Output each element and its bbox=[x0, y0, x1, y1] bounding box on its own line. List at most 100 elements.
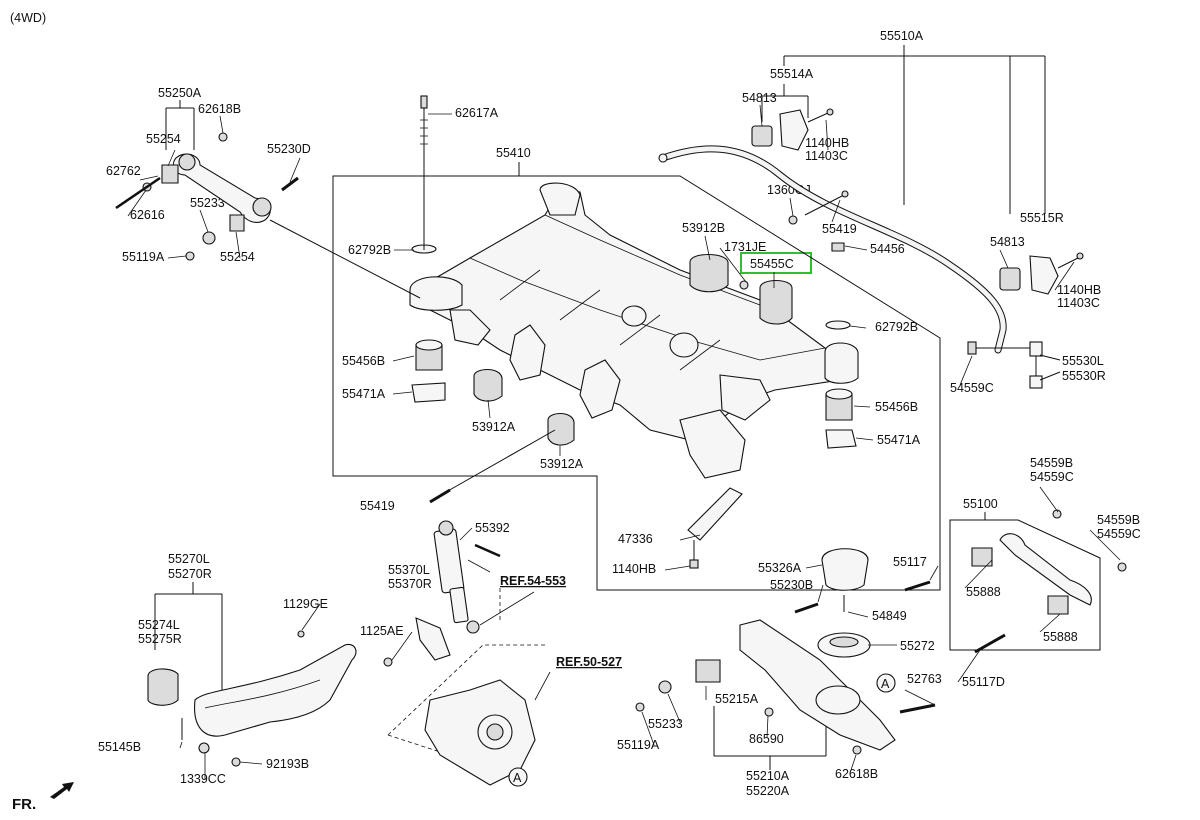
label-11403C-right[interactable]: 11403C bbox=[1057, 296, 1100, 310]
label-54559C-right[interactable]: 54559C bbox=[950, 381, 994, 395]
bolt-86590[interactable] bbox=[764, 707, 774, 717]
nut-1731JE[interactable] bbox=[739, 280, 749, 290]
label-55419-top[interactable]: 55419 bbox=[822, 222, 857, 236]
label-55119A-bot[interactable]: 55119A bbox=[617, 738, 660, 752]
bushing-55215A[interactable] bbox=[695, 659, 721, 683]
label-11403C-top[interactable]: 11403C bbox=[805, 149, 848, 163]
label-55274L[interactable]: 55274L bbox=[138, 618, 180, 632]
label-55230D[interactable]: 55230D bbox=[267, 142, 311, 156]
label-52763[interactable]: 52763 bbox=[907, 672, 942, 686]
bushing-55888-b[interactable] bbox=[1047, 595, 1069, 615]
nut-55119A-bot[interactable] bbox=[635, 702, 645, 712]
lower-arm-55210A[interactable] bbox=[739, 619, 896, 751]
label-1129GE[interactable]: 1129GE bbox=[283, 597, 328, 611]
label-1125AE[interactable]: 1125AE bbox=[360, 624, 404, 638]
label-47336[interactable]: 47336 bbox=[618, 532, 653, 546]
label-55270L[interactable]: 55270L bbox=[168, 552, 210, 566]
label-62792B-left[interactable]: 62792B bbox=[348, 243, 391, 257]
label-1140HB-top[interactable]: 1140HB bbox=[805, 136, 849, 150]
label-55419-bot[interactable]: 55419 bbox=[360, 499, 395, 513]
bolt-55230D[interactable] bbox=[281, 176, 299, 192]
bushing-55254-top[interactable] bbox=[161, 164, 179, 184]
label-54813-top[interactable]: 54813 bbox=[742, 91, 777, 105]
label-55210A[interactable]: 55210A bbox=[746, 769, 790, 783]
label-55250A[interactable]: 55250A bbox=[158, 86, 202, 100]
stabilizer-bar[interactable] bbox=[660, 146, 1006, 353]
label-92193B[interactable]: 92193B bbox=[266, 757, 309, 771]
label-54813-right[interactable]: 54813 bbox=[990, 235, 1025, 249]
label-54849[interactable]: 54849 bbox=[872, 609, 907, 623]
label-55215A[interactable]: 55215A bbox=[715, 692, 759, 706]
bushing-55455C[interactable] bbox=[759, 279, 793, 325]
label-62616[interactable]: 62616 bbox=[130, 208, 165, 222]
bolt-55392[interactable] bbox=[474, 543, 501, 558]
label-86590[interactable]: 86590 bbox=[749, 732, 784, 746]
label-55254-top[interactable]: 55254 bbox=[146, 132, 181, 146]
label-55471A-left[interactable]: 55471A bbox=[342, 387, 386, 401]
label-55326A[interactable]: 55326A bbox=[758, 561, 802, 575]
label-55254-bot[interactable]: 55254 bbox=[220, 250, 255, 264]
label-55100[interactable]: 55100 bbox=[963, 497, 998, 511]
bolt-55117D[interactable] bbox=[974, 633, 1006, 654]
label-1140HB-bot[interactable]: 1140HB bbox=[612, 562, 656, 576]
label-55456B-left[interactable]: 55456B bbox=[342, 354, 385, 368]
label-62792B-right[interactable]: 62792B bbox=[875, 320, 918, 334]
bracket-1125AE[interactable] bbox=[415, 617, 451, 661]
label-54559B-a[interactable]: 54559B bbox=[1030, 456, 1073, 470]
label-55370L[interactable]: 55370L bbox=[388, 563, 430, 577]
bolt-52763[interactable] bbox=[899, 703, 936, 714]
label-53912A-mid[interactable]: 53912A bbox=[472, 420, 516, 434]
stopper-55471A-left[interactable] bbox=[411, 382, 446, 403]
label-55515R[interactable]: 55515R bbox=[1020, 211, 1064, 225]
nut-54456[interactable] bbox=[831, 242, 845, 252]
bushing-55888-a[interactable] bbox=[971, 547, 993, 567]
label-55119A-top[interactable]: 55119A bbox=[122, 250, 165, 264]
label-55233-top[interactable]: 55233 bbox=[190, 196, 225, 210]
label-54559B-b[interactable]: 54559B bbox=[1097, 513, 1140, 527]
nut-1339CC[interactable] bbox=[198, 742, 210, 754]
label-1140HB-right[interactable]: 1140HB bbox=[1057, 283, 1101, 297]
stabilizer-bushing-left[interactable] bbox=[751, 125, 773, 147]
label-55410[interactable]: 55410 bbox=[496, 146, 531, 160]
washer-55233-top[interactable] bbox=[202, 231, 216, 245]
label-55270R[interactable]: 55270R bbox=[168, 567, 212, 581]
bolt-62762[interactable] bbox=[115, 176, 161, 210]
label-55514A[interactable]: 55514A bbox=[770, 67, 814, 81]
washer-55233-bot[interactable] bbox=[658, 680, 672, 694]
label-55456B-right[interactable]: 55456B bbox=[875, 400, 918, 414]
label-1339CC[interactable]: 1339CC bbox=[180, 772, 226, 786]
label-54456[interactable]: 54456 bbox=[870, 242, 905, 256]
reference-54-553[interactable]: REF.54-553 bbox=[500, 574, 566, 588]
washer-62792B-right[interactable] bbox=[825, 320, 851, 330]
bolt-55419-top[interactable] bbox=[804, 194, 845, 216]
bolt-55117[interactable] bbox=[904, 580, 931, 592]
label-62762[interactable]: 62762 bbox=[106, 164, 141, 178]
label-54559C-b[interactable]: 54559C bbox=[1097, 527, 1141, 541]
label-55145B[interactable]: 55145B bbox=[98, 740, 141, 754]
lateral-arm-55100[interactable] bbox=[999, 533, 1092, 606]
nut-62618B-top[interactable] bbox=[218, 132, 228, 142]
label-62617A[interactable]: 62617A bbox=[455, 106, 499, 120]
label-55220A[interactable]: 55220A bbox=[746, 784, 790, 798]
label-55510A[interactable]: 55510A bbox=[880, 29, 924, 43]
bolt-55419-bot[interactable] bbox=[429, 488, 451, 504]
shock-absorber-55370[interactable] bbox=[433, 528, 465, 594]
bolt-1125AE[interactable] bbox=[383, 657, 393, 667]
label-55370R[interactable]: 55370R bbox=[388, 577, 432, 591]
label-55117[interactable]: 55117 bbox=[893, 555, 927, 569]
bracket-47336[interactable] bbox=[687, 487, 743, 541]
bolt-55230B[interactable] bbox=[794, 602, 819, 614]
label-62618B-bot[interactable]: 62618B bbox=[835, 767, 878, 781]
trailing-arm-55270[interactable] bbox=[194, 643, 357, 737]
stabilizer-clamp-left[interactable] bbox=[779, 109, 809, 151]
nut-62618B-bot[interactable] bbox=[852, 745, 862, 755]
label-55275R[interactable]: 55275R bbox=[138, 632, 182, 646]
label-55888-b[interactable]: 55888 bbox=[1043, 630, 1078, 644]
stabilizer-link-lower[interactable] bbox=[1029, 375, 1043, 389]
label-55471A-right[interactable]: 55471A bbox=[877, 433, 921, 447]
label-54559C-a[interactable]: 54559C bbox=[1030, 470, 1074, 484]
label-55888-a[interactable]: 55888 bbox=[966, 585, 1001, 599]
bushing-55274[interactable] bbox=[147, 668, 179, 706]
nut-54559-b[interactable] bbox=[1117, 562, 1127, 572]
bump-stop-55326A[interactable] bbox=[821, 548, 869, 591]
